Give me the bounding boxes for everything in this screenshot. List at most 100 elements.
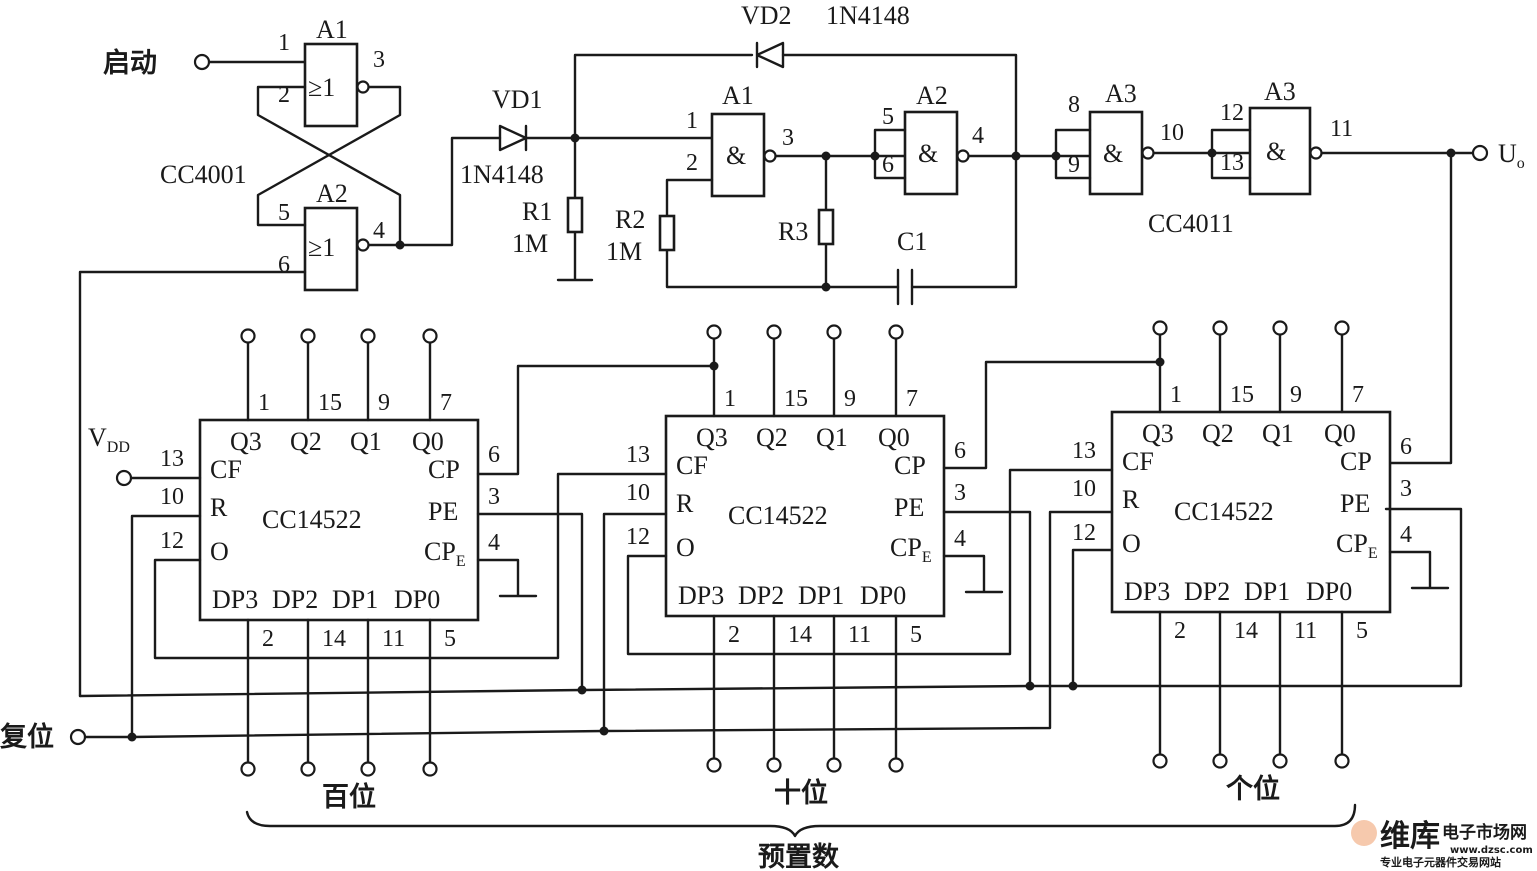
nor-gate-a1 [303, 42, 359, 128]
counter-hundreds-pin-q1: 9 [378, 390, 390, 416]
watermark-tagline: 专业电子元器件交易网站 [1380, 855, 1501, 869]
counter-units-label-q2: Q2 [1202, 419, 1234, 448]
vd1-part-label: 1N4148 [460, 160, 544, 189]
nand-a3a-pin-in1: 8 [1068, 92, 1080, 118]
counter-units-label-dp1: DP1 [1244, 577, 1290, 606]
wire-r2 [665, 154, 1018, 289]
counter-tens-dp1-terminal[interactable] [826, 757, 842, 773]
counter-tens-pin-q1: 9 [844, 386, 856, 412]
counter-hundreds-dp0-terminal[interactable] [422, 761, 438, 777]
counter-units: CC145221Q315Q29Q17Q02DP314DP211DP15DP0CF… [1072, 320, 1450, 769]
nand-a1-pin-in1: 1 [686, 108, 698, 134]
reset-label: 复位 [0, 721, 54, 753]
counter-hundreds-dp2-terminal[interactable] [300, 761, 316, 777]
counter-units-dp0-terminal[interactable] [1334, 753, 1350, 769]
vd1-label: VD1 [492, 85, 543, 114]
counter-hundreds-pin-cf: 13 [160, 446, 184, 472]
counter-tens-dp3-terminal[interactable] [706, 757, 722, 773]
counter-units-name: CC14522 [1174, 497, 1274, 526]
counter-tens-dp0-terminal[interactable] [888, 757, 904, 773]
junction-r3-c1 [821, 282, 831, 292]
counter-units-pin-o: 12 [1072, 520, 1096, 546]
r1-value: 1M [512, 229, 548, 258]
oscillator-cc4011: VD1 1N4148 R1 1M VD2 1N4148 A1 & 1 2 3 R… [460, 1, 1525, 465]
counter-units-dp1-terminal[interactable] [1272, 753, 1288, 769]
counter-tens: CC145221Q315Q29Q17Q02DP314DP211DP15DP0CF… [626, 324, 1004, 773]
vd1-diode [498, 124, 528, 152]
nand-a1-pin-in2: 2 [686, 150, 698, 176]
nor-ic-label: CC4001 [160, 160, 247, 189]
counter-units-q1-terminal[interactable] [1272, 320, 1288, 336]
wire-o-tens [626, 468, 1114, 656]
junction-a2-out [1011, 151, 1021, 161]
junction-reset-2 [599, 726, 609, 736]
counter-hundreds-label-q3: Q3 [230, 427, 262, 456]
nor-a1-pin-in2: 2 [278, 82, 290, 108]
counter-tens-label-q0: Q0 [878, 423, 910, 452]
wire-output-to-cp [1384, 151, 1453, 465]
counter-units-q0-terminal[interactable] [1334, 320, 1350, 336]
nor-a2-label: A2 [316, 179, 348, 208]
counter-hundreds-q1-terminal[interactable] [360, 328, 376, 344]
counter-units-cpe-ground [1388, 550, 1450, 590]
counter-tens-q0-terminal[interactable] [888, 324, 904, 340]
counter-hundreds-q0-terminal[interactable] [422, 328, 438, 344]
preset-brace [245, 803, 1357, 838]
vd2-diode [755, 41, 785, 69]
junction-a1-out [821, 151, 831, 161]
counter-hundreds-dp1-terminal[interactable] [360, 761, 376, 777]
resistor-r1 [566, 196, 584, 234]
counter-tens-q1-terminal[interactable] [826, 324, 842, 340]
r1-label: R1 [522, 197, 552, 226]
output-label: Uo [1498, 139, 1525, 172]
counter-tens-pin-dp2: 14 [788, 622, 812, 648]
counter-chain: CC145221Q315Q29Q17Q02DP314DP211DP15DP0CF… [160, 320, 1450, 777]
nor-a2-pin-out: 4 [373, 218, 385, 244]
preset-number-label: 预置数 [758, 842, 840, 871]
r2-value: 1M [606, 237, 642, 266]
wire-latch-cross-2 [256, 85, 402, 247]
counter-tens-pin-q3: 1 [724, 386, 736, 412]
counter-tens-q3-terminal[interactable] [706, 324, 722, 340]
counter-tens-pin-dp1: 11 [848, 622, 871, 648]
counter-units-q3-terminal[interactable] [1152, 320, 1168, 336]
vd2-part-label: 1N4148 [826, 1, 910, 30]
counter-hundreds-q3-terminal[interactable] [240, 328, 256, 344]
wire-latch-in6 [78, 270, 307, 698]
counter-hundreds-pin-cp: 6 [488, 442, 500, 468]
counter-hundreds-label-dp2: DP2 [272, 585, 318, 614]
counter-tens-pin-pe: 3 [954, 480, 966, 506]
counter-hundreds-dp3-terminal[interactable] [240, 761, 256, 777]
junction-a3b-in [1207, 148, 1217, 158]
capacitor-c1 [896, 268, 914, 306]
counter-units-dp3-terminal[interactable] [1152, 753, 1168, 769]
nor-a1-output-bubble [356, 80, 370, 94]
junction-pe-2 [1025, 681, 1035, 691]
reset-terminal[interactable] [69, 728, 87, 746]
counter-tens-pin-cp: 6 [954, 438, 966, 464]
nand-a2-pin-in1: 5 [882, 104, 894, 130]
counter-tens-cpe-ground [942, 554, 1004, 594]
counter-tens-label-cf: CF [676, 451, 708, 480]
counter-units-label-r: R [1122, 485, 1140, 514]
counter-hundreds-label-dp0: DP0 [394, 585, 440, 614]
vdd-terminal[interactable] [115, 469, 133, 487]
counter-hundreds-pin-dp0: 5 [444, 626, 456, 652]
counter-hundreds-q2-terminal[interactable] [300, 328, 316, 344]
counter-hundreds-label-cpe: CPE [424, 537, 466, 570]
counter-units-q2-terminal[interactable] [1212, 320, 1228, 336]
counter-tens-dp2-terminal[interactable] [766, 757, 782, 773]
start-terminal[interactable] [193, 53, 211, 71]
counter-tens-pin-dp3: 2 [728, 622, 740, 648]
counter-units-dp2-terminal[interactable] [1212, 753, 1228, 769]
wire-cp-hundreds [476, 364, 716, 476]
counter-hundreds-pin-cpe: 4 [488, 530, 500, 556]
junction-a2-in [870, 151, 880, 161]
junction-q3-units [1155, 357, 1165, 367]
counter-tens-q2-terminal[interactable] [766, 324, 782, 340]
counter-tens-label-r: R [676, 489, 694, 518]
resistor-r2 [658, 214, 676, 252]
output-terminal[interactable] [1471, 144, 1489, 162]
nand-a3a-symbol: & [1103, 139, 1123, 168]
nand-a1-label: A1 [722, 81, 754, 110]
